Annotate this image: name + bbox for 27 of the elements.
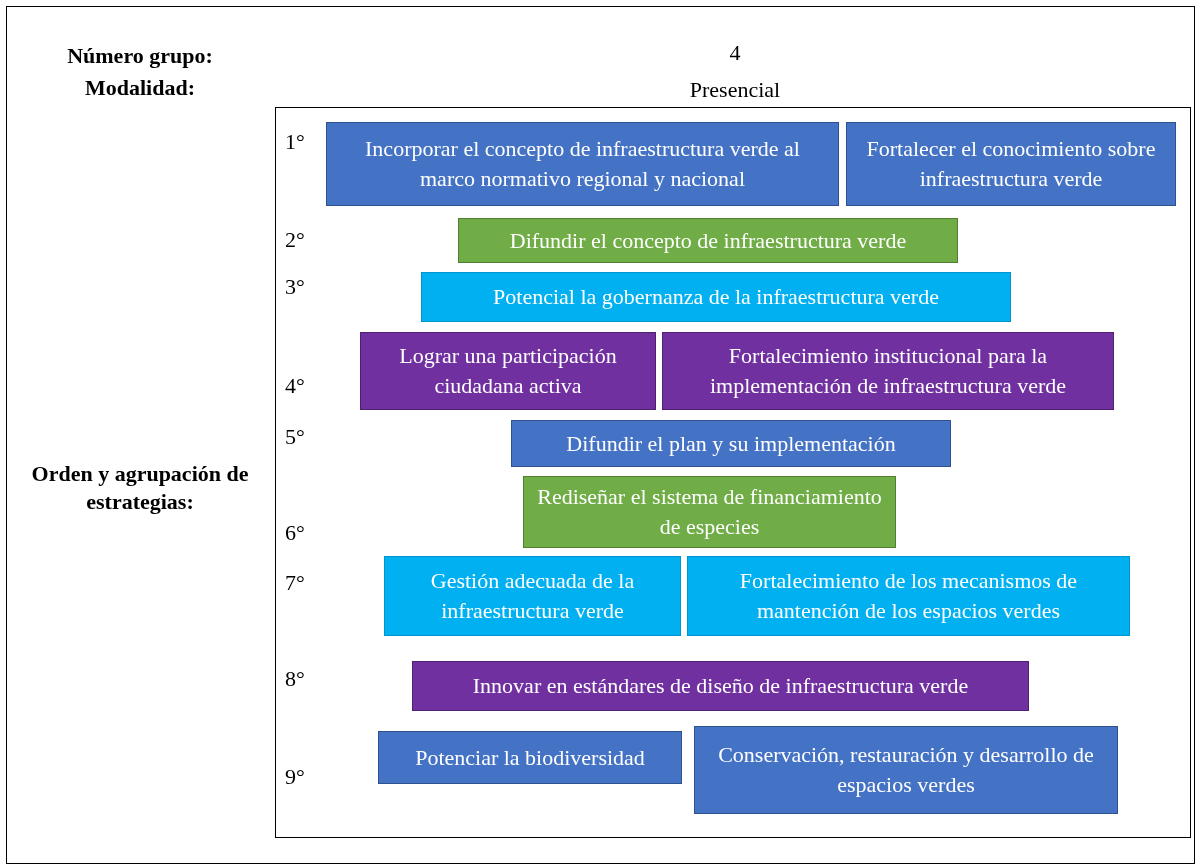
rank-number: 2° <box>285 226 306 254</box>
strategy-box: Fortalecimiento de los mecanismos de mantención de los espacios verdes <box>687 556 1130 636</box>
rank-number: 9° <box>285 763 306 791</box>
field-label: Modalidad: <box>84 74 196 102</box>
field-value: Presencial <box>688 76 782 104</box>
strategy-box: Difundir el concepto de infraestructura verde <box>458 218 958 263</box>
field-value: 4 <box>728 39 742 67</box>
strategy-box: Incorporar el concepto de infraestructura verde al marco normativo regional y nacional <box>326 122 839 206</box>
rank-number: 3° <box>285 273 306 301</box>
strategy-box: Fortalecer el conocimiento sobre infraestructura verde <box>846 122 1176 206</box>
rank-number: 8° <box>285 665 306 693</box>
strategy-box: Potenciar la biodiversidad <box>378 731 682 784</box>
rank-number: 6° <box>285 519 306 547</box>
strategy-box: Lograr una participación ciudadana activa <box>360 332 656 410</box>
rank-number: 1° <box>285 128 306 156</box>
field-label: Número grupo: <box>66 42 214 70</box>
rank-number: 7° <box>285 569 306 597</box>
strategy-box: Innovar en estándares de diseño de infraestructura verde <box>412 661 1029 711</box>
strategy-box: Rediseñar el sistema de financiamiento de especies <box>523 476 896 548</box>
rank-number: 4° <box>285 372 306 400</box>
strategy-box: Fortalecimiento institucional para la implementación de infraestructura verde <box>662 332 1114 410</box>
rank-number: 5° <box>285 423 306 451</box>
strategy-box: Gestión adecuada de la infraestructura verde <box>384 556 681 636</box>
strategy-box: Conservación, restauración y desarrollo de espacios verdes <box>694 726 1118 814</box>
field-label: Orden y agrupación de estrategias: <box>30 460 250 516</box>
strategy-box: Potencial la gobernanza de la infraestructura verde <box>421 272 1011 322</box>
strategy-box: Difundir el plan y su implementación <box>511 420 951 467</box>
